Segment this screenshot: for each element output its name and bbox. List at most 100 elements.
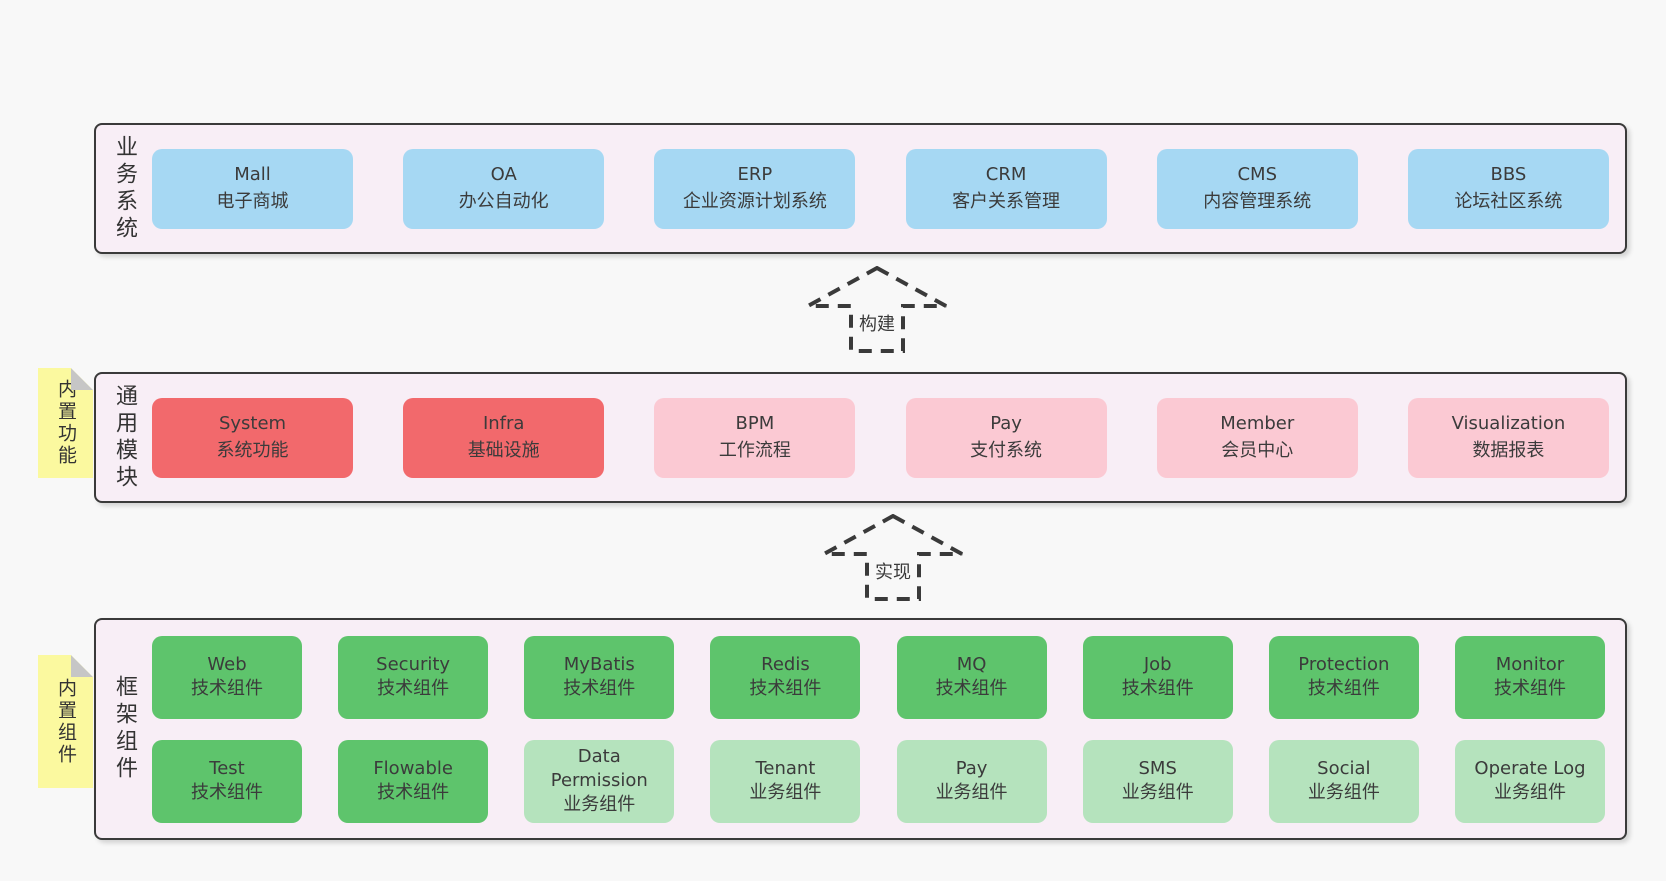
box-flowable: Flowable 技术组件: [338, 739, 489, 823]
box-subtitle: 技术组件: [749, 678, 822, 699]
box-title: Security: [376, 653, 451, 675]
business-boxes-row: Mall 电子商城 OA 办公自动化 ERP 企业资源计划系统 CRM 客户关系管理 CMS 内容…: [152, 125, 1625, 252]
box-subtitle: 技术组件: [563, 678, 636, 699]
box-member: Member 会员中心: [1156, 397, 1358, 478]
box-title: System: [218, 413, 287, 435]
box-subtitle: 企业资源计划系统: [682, 190, 827, 212]
box-monitor: Monitor 技术组件: [1454, 635, 1605, 719]
box-bbs: BBS 论坛社区系统: [1407, 148, 1609, 229]
box-subtitle: 业务组件: [563, 794, 636, 816]
box-title: Test: [209, 757, 245, 779]
box-title: Visualization: [1451, 413, 1566, 435]
box-subtitle: 电子商城: [216, 190, 289, 212]
box-mq: MQ 技术组件: [896, 635, 1047, 719]
box-pay: Pay 业务组件: [896, 739, 1047, 823]
box-oa: OA 办公自动化: [403, 148, 605, 229]
box-job: Job 技术组件: [1082, 635, 1233, 719]
implement-arrow-label: 实现: [873, 558, 913, 584]
box-tenant: Tenant 业务组件: [710, 739, 861, 823]
box-title: Pay: [955, 757, 988, 779]
box-title: CRM: [985, 164, 1027, 186]
box-title: Pay: [990, 413, 1022, 435]
sticky-note-label: 内置组件: [55, 677, 77, 766]
box-title: MQ: [956, 653, 987, 675]
box-title: MyBatis: [563, 653, 635, 675]
box-data-permission: Data Permission 业务组件: [524, 739, 675, 823]
box-protection: Protection 技术组件: [1268, 635, 1419, 719]
box-subtitle: 系统功能: [216, 439, 289, 461]
box-operate-log: Operate Log 业务组件: [1454, 739, 1605, 823]
box-subtitle: 技术组件: [1493, 678, 1566, 699]
box-title: BBS: [1490, 164, 1527, 186]
box-title: Data Permission: [550, 745, 648, 791]
box-subtitle: 基础设施: [467, 439, 540, 461]
folded-corner: [71, 368, 93, 390]
box-title: SMS: [1138, 757, 1177, 779]
box-title: Web: [207, 653, 247, 675]
box-title: Flowable: [373, 757, 453, 779]
box-subtitle: 技术组件: [1307, 678, 1380, 699]
box-subtitle: 技术组件: [1121, 678, 1194, 699]
box-subtitle: 数据报表: [1472, 439, 1545, 461]
box-title: CMS: [1237, 164, 1278, 186]
box-test: Test 技术组件: [152, 739, 302, 823]
layer-business-systems: 业务系统 Mall 电子商城 OA 办公自动化 ERP 企业资源计划系统 CRM 客户关系管理…: [94, 123, 1627, 254]
box-subtitle: 客户关系管理: [952, 190, 1061, 212]
implement-arrow: 实现: [822, 514, 964, 602]
box-subtitle: 论坛社区系统: [1454, 190, 1563, 212]
box-crm: CRM 客户关系管理: [905, 148, 1107, 229]
folded-corner: [71, 655, 93, 677]
box-mybatis: MyBatis 技术组件: [524, 635, 675, 719]
box-subtitle: 业务组件: [749, 782, 822, 803]
box-title: Monitor: [1495, 653, 1565, 675]
box-title: ERP: [737, 164, 773, 186]
box-title: BPM: [735, 413, 775, 435]
box-title: Job: [1143, 653, 1172, 675]
box-sms: SMS 业务组件: [1082, 739, 1233, 823]
box-title: Member: [1220, 413, 1295, 435]
sticky-note-built-in-components: 内置组件: [38, 655, 93, 788]
box-subtitle: 内容管理系统: [1203, 190, 1312, 212]
box-title: Protection: [1298, 653, 1390, 675]
sticky-note-built-in-features: 内置功能: [38, 368, 93, 478]
box-subtitle: 工作流程: [718, 439, 791, 461]
box-subtitle: 业务组件: [1493, 782, 1566, 803]
box-subtitle: 技术组件: [191, 678, 263, 699]
box-title: OA: [490, 164, 517, 186]
box-subtitle: 技术组件: [935, 678, 1008, 699]
layer-label-business: 业务系统: [112, 134, 137, 243]
box-subtitle: 业务组件: [935, 782, 1008, 803]
box-subtitle: 技术组件: [191, 782, 263, 803]
box-title: Redis: [761, 653, 810, 675]
box-title: Operate Log: [1474, 757, 1586, 779]
box-subtitle: 技术组件: [377, 782, 450, 803]
box-mall: Mall 电子商城: [152, 148, 353, 229]
box-subtitle: 技术组件: [377, 678, 450, 699]
box-subtitle: 会员中心: [1221, 439, 1294, 461]
box-title: Mall: [234, 164, 271, 186]
build-arrow-label: 构建: [857, 310, 897, 336]
box-visualization: Visualization 数据报表: [1407, 397, 1609, 478]
box-title: Tenant: [755, 757, 816, 779]
box-subtitle: 支付系统: [970, 439, 1043, 461]
box-subtitle: 业务组件: [1307, 782, 1380, 803]
layer-label-framework: 框架组件: [112, 675, 137, 783]
box-security: Security 技术组件: [338, 635, 489, 719]
box-subtitle: 业务组件: [1121, 782, 1194, 803]
box-bpm: BPM 工作流程: [654, 397, 856, 478]
box-pay: Pay 支付系统: [905, 397, 1107, 478]
box-system: System 系统功能: [152, 397, 353, 478]
build-arrow: 构建: [806, 266, 948, 354]
layer-label-modules: 通用模块: [112, 383, 137, 492]
box-web: Web 技术组件: [152, 635, 302, 719]
box-subtitle: 办公自动化: [458, 190, 549, 212]
box-redis: Redis 技术组件: [710, 635, 861, 719]
